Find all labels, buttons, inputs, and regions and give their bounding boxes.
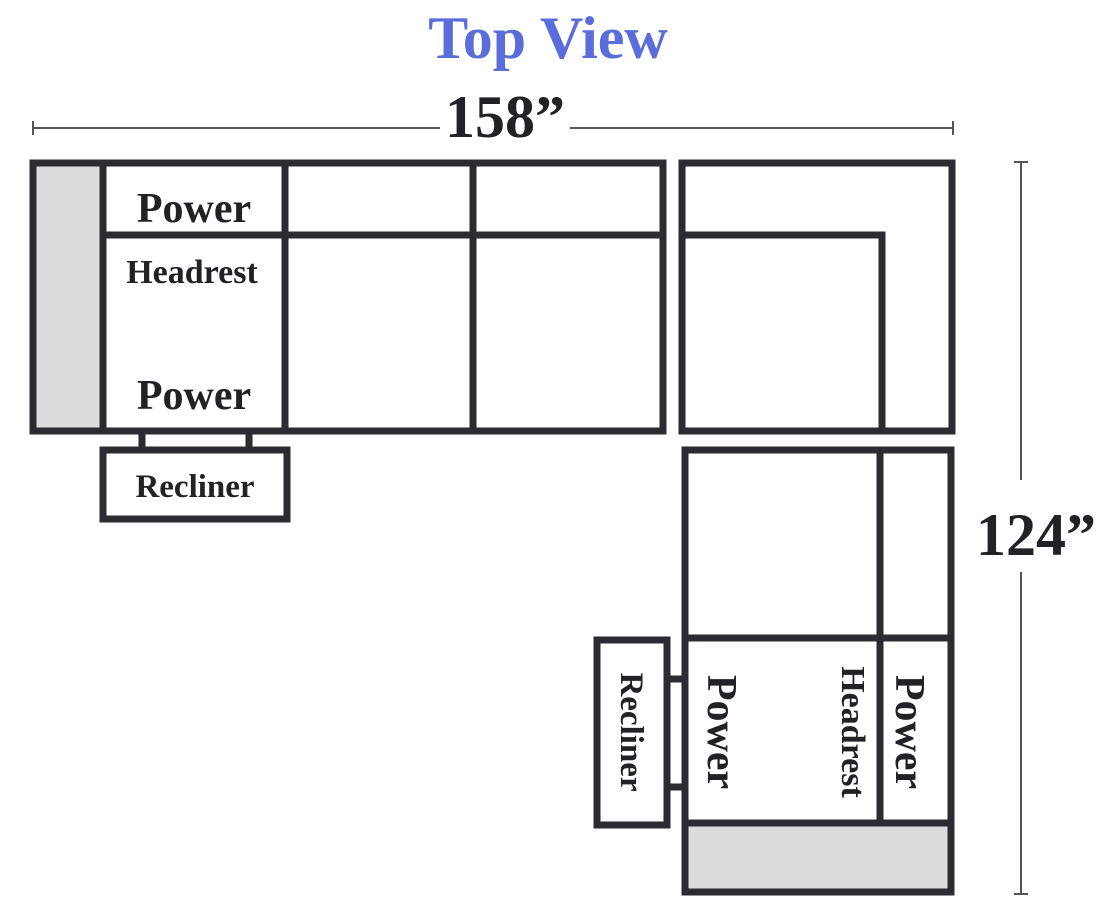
- seat-3-cushion: [469, 231, 667, 435]
- width-dimension-label: 158”: [445, 84, 565, 150]
- depth-dimension: 124”: [976, 161, 1096, 895]
- recliner-1-footrest: [99, 446, 291, 523]
- width-dimension: 158”: [32, 84, 954, 150]
- seat-1-power-back-label: Power: [137, 186, 251, 232]
- corner-seat: [678, 159, 956, 435]
- seat-2-cushion: [281, 231, 477, 435]
- recliner-2-label: Recliner: [613, 672, 649, 791]
- diagram-title: Top View: [428, 5, 668, 71]
- left-arm: [29, 159, 107, 435]
- depth-dimension-label: 124”: [976, 502, 1096, 568]
- corner-seat-cushion: [682, 231, 886, 431]
- recliner-1-label: Recliner: [135, 469, 254, 505]
- chaise-power-label: Power: [698, 675, 744, 789]
- chaise-headrest-label: Headrest: [834, 666, 871, 798]
- seat-1-power-label: Power: [137, 373, 251, 419]
- seat-1-headrest-label: Headrest: [126, 254, 258, 291]
- seat-3-back: [469, 159, 667, 239]
- chaise-power-back-label: Power: [886, 675, 932, 789]
- recliner-2-footrest: [593, 636, 671, 829]
- right-arm: [681, 819, 955, 896]
- seat-2-back: [281, 159, 477, 239]
